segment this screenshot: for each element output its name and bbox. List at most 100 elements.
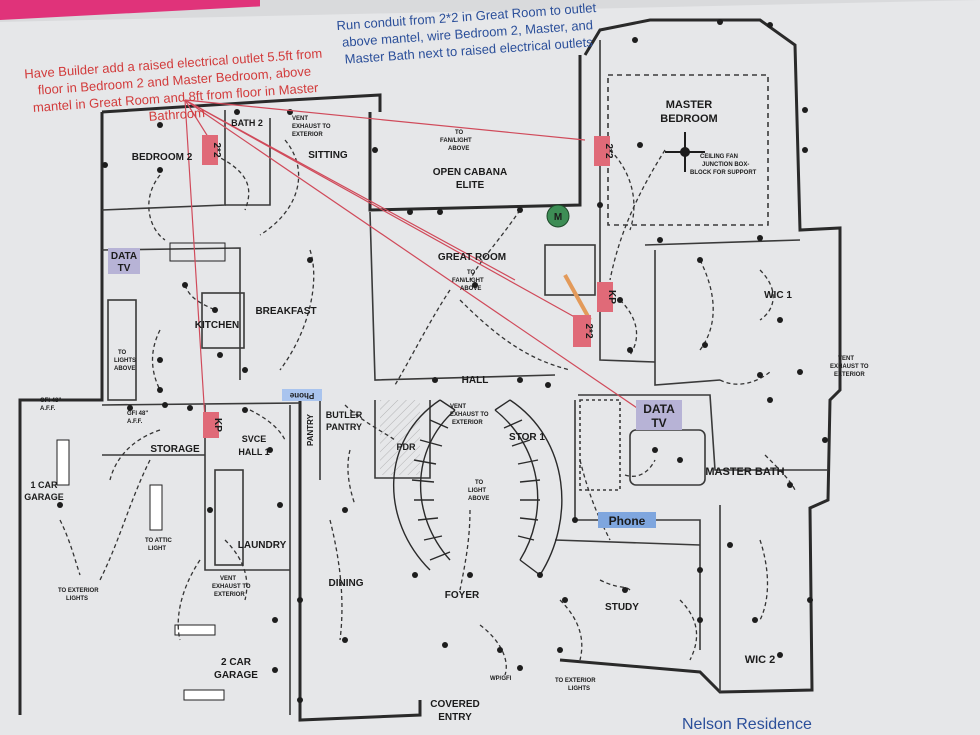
note-vent-laundry-3: EXTERIOR [214,592,245,598]
note-light-foyer-3: ABOVE [468,496,489,502]
note-vent-bath2-3: EXTERIOR [292,132,323,138]
note-ceiling-fan-3: BLOCK FOR SUPPORT [690,170,757,176]
data-tv-tag-left [108,248,140,274]
box22-label-bedroom2: 2*2 [211,142,222,157]
hatched-fixtures [56,242,420,701]
note-vent-mb-3: EXTERIOR [834,372,865,378]
note-vent-bath2-1: VENT [292,116,308,122]
room-foyer: FOYER [445,590,480,601]
note-attic-1: TO ATTIC [145,538,173,544]
tv-label-master-bath: TV [651,416,666,430]
meter-label: M [554,212,562,223]
data-label-master-bath: DATA [643,402,675,416]
note-light-foyer-1: TO [475,480,484,486]
room-open-cabana-elite: ELITE [456,180,485,191]
room-2-car-garage: GARAGE [214,670,258,681]
wiring-runs [59,139,796,676]
note-ceiling-fan-2: JUNCTION BOX- [702,162,749,168]
box22-tag-great-room [573,315,591,347]
note-vent-bath2-2: EXHAUST TO [292,124,331,130]
box22-tag-bedroom2 [202,135,218,165]
note-fan-gr-3: ABOVE [460,286,481,292]
note-fan-cabana-2: FAN/LIGHT [440,138,472,144]
room-master-bath: MASTER BATH [705,466,784,478]
note-lights-above-3: ABOVE [114,366,135,372]
room-1-car-garage: GARAGE [24,492,64,502]
room-stor-1: STOR 1 [509,432,545,443]
exterior-walls [18,18,842,722]
note-lights-above-1: TO [118,350,127,356]
ceiling-fan-icon [665,132,705,172]
conduit-line [563,274,592,321]
room-great-room: GREAT ROOM [438,252,506,263]
phone-label-hall: Phone [289,391,314,400]
room-wic-2: WIC 2 [745,654,776,666]
note-light-foyer-2: LIGHT [468,488,486,494]
room-breakfast: BREAKFAST [255,306,316,317]
room-butler-pantry: PANTRY [326,422,362,432]
kp-tag-service [203,412,219,438]
note-fan-gr-1: TO [467,270,476,276]
box22-tag-master [594,136,610,166]
data-label-left: DATA [111,251,137,262]
room-pantry: PANTRY [306,413,315,446]
small-annotations: VENT EXHAUST TO EXTERIOR TO FAN/LIGHT AB… [40,116,869,692]
tv-label-left: TV [118,263,131,274]
tag-boxes: 2*2 2*2 2*2 KP KP DATA TV DATA TV Phone … [108,135,682,528]
plan-title: Nelson Residence [682,716,812,733]
note-gfi-a1: GFI 48" [127,411,148,417]
room-dining: DINING [329,578,364,589]
room-covered: COVERED [430,699,479,710]
room-1-car: 1 CAR [30,480,58,490]
room-study: STUDY [605,602,639,613]
red-leader-lines [184,99,641,421]
note-vent-mb-1: VENT [838,356,854,362]
note-vent-laundry-1: VENT [220,576,236,582]
room-master: MASTER [666,99,713,111]
note-vent-laundry-2: EXHAUST TO [212,584,251,590]
room-sitting: SITTING [308,150,348,161]
room-storage: STORAGE [150,444,200,455]
room-laundry: LAUNDRY [238,540,287,551]
meter-icon [546,204,570,228]
room-bedroom-2: BEDROOM 2 [132,152,193,163]
room-labels: BEDROOM 2 BATH 2 SITTING OPEN CABANA ELI… [24,99,792,723]
note-vent-pdr-2: EXHAUST TO [450,412,489,418]
phone-tag-hall [282,389,322,401]
outlet-symbols [57,19,828,703]
note-ext-lights-2: LIGHTS [66,596,88,602]
note-wp-gfi: WP/GFI [490,676,512,682]
note-gfi-2: A.F.F. [40,406,56,412]
room-hall: HALL [462,375,489,386]
kp-label-service: KP [212,418,223,432]
room-open-cabana: OPEN CABANA [433,167,507,178]
room-kitchen: KITCHEN [195,320,239,331]
room-covered-entry: ENTRY [438,712,472,723]
phone-tag-study [598,512,656,528]
room-wic-1: WIC 1 [764,290,792,301]
note-vent-mb-2: EXHAUST TO [830,364,869,370]
note-ceiling-fan-1: CEILING FAN [700,154,738,160]
curved-staircase [392,399,563,576]
room-2-car: 2 CAR [221,657,252,668]
note-ext-lights-1: TO EXTERIOR [58,588,99,594]
box22-label-master: 2*2 [603,143,614,158]
data-tv-tag-master-bath [636,400,682,430]
note-lights-above-2: LIGHTS [114,358,136,364]
phone-label-study: Phone [609,514,646,528]
interior-walls [101,40,828,715]
kp-label-great-room: KP [606,290,617,304]
room-bath-2: BATH 2 [231,118,263,128]
note-vent-pdr-1: VENT [450,404,466,410]
room-pdr: PDR [396,442,416,452]
note-gfi-1: GFI 48" [40,398,61,404]
room-svce-hall-1: HALL 1 [238,447,269,457]
room-master-bedroom: BEDROOM [660,113,717,125]
note-fan-cabana-3: ABOVE [448,146,469,152]
note-attic-2: LIGHT [148,546,166,552]
note-fan-cabana-1: TO [455,130,464,136]
room-butler: BUTLER [326,410,363,420]
